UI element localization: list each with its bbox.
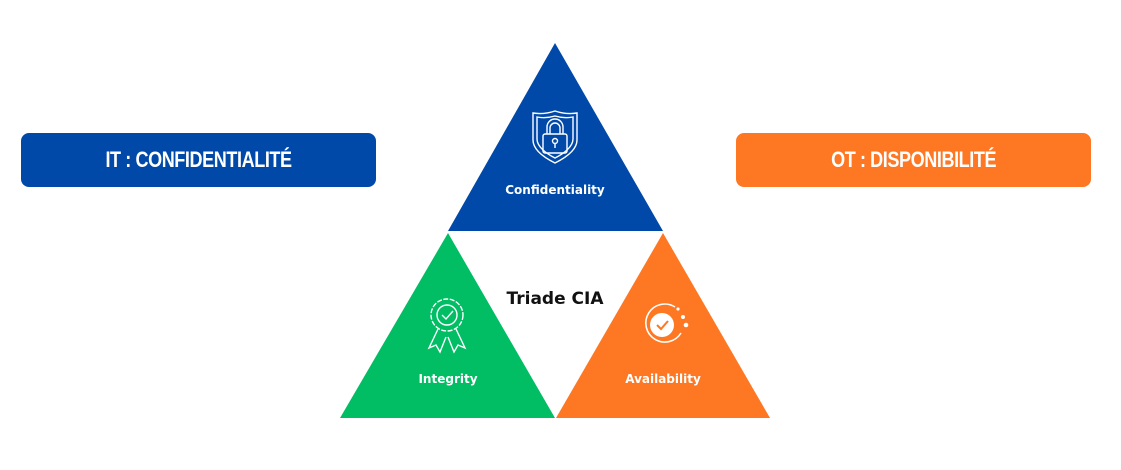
ot-label-text: OT : DISPONIBILITÉ xyxy=(830,147,996,172)
confidentiality-triangle xyxy=(448,43,663,231)
it-confidentiality-label: IT : CONFIDENTIALITÉ xyxy=(21,133,376,187)
shield-lock-icon xyxy=(532,110,578,164)
integrity-label: Integrity xyxy=(418,372,478,386)
confidentiality-label: Confidentiality xyxy=(505,183,605,197)
ot-availability-label: OT : DISPONIBILITÉ xyxy=(736,133,1091,187)
availability-check-icon xyxy=(645,303,689,343)
it-label-text: IT : CONFIDENTIALITÉ xyxy=(105,147,292,172)
award-badge-icon xyxy=(427,298,467,354)
triad-title: Triade CIA xyxy=(506,289,604,309)
availability-label: Availability xyxy=(625,372,701,386)
